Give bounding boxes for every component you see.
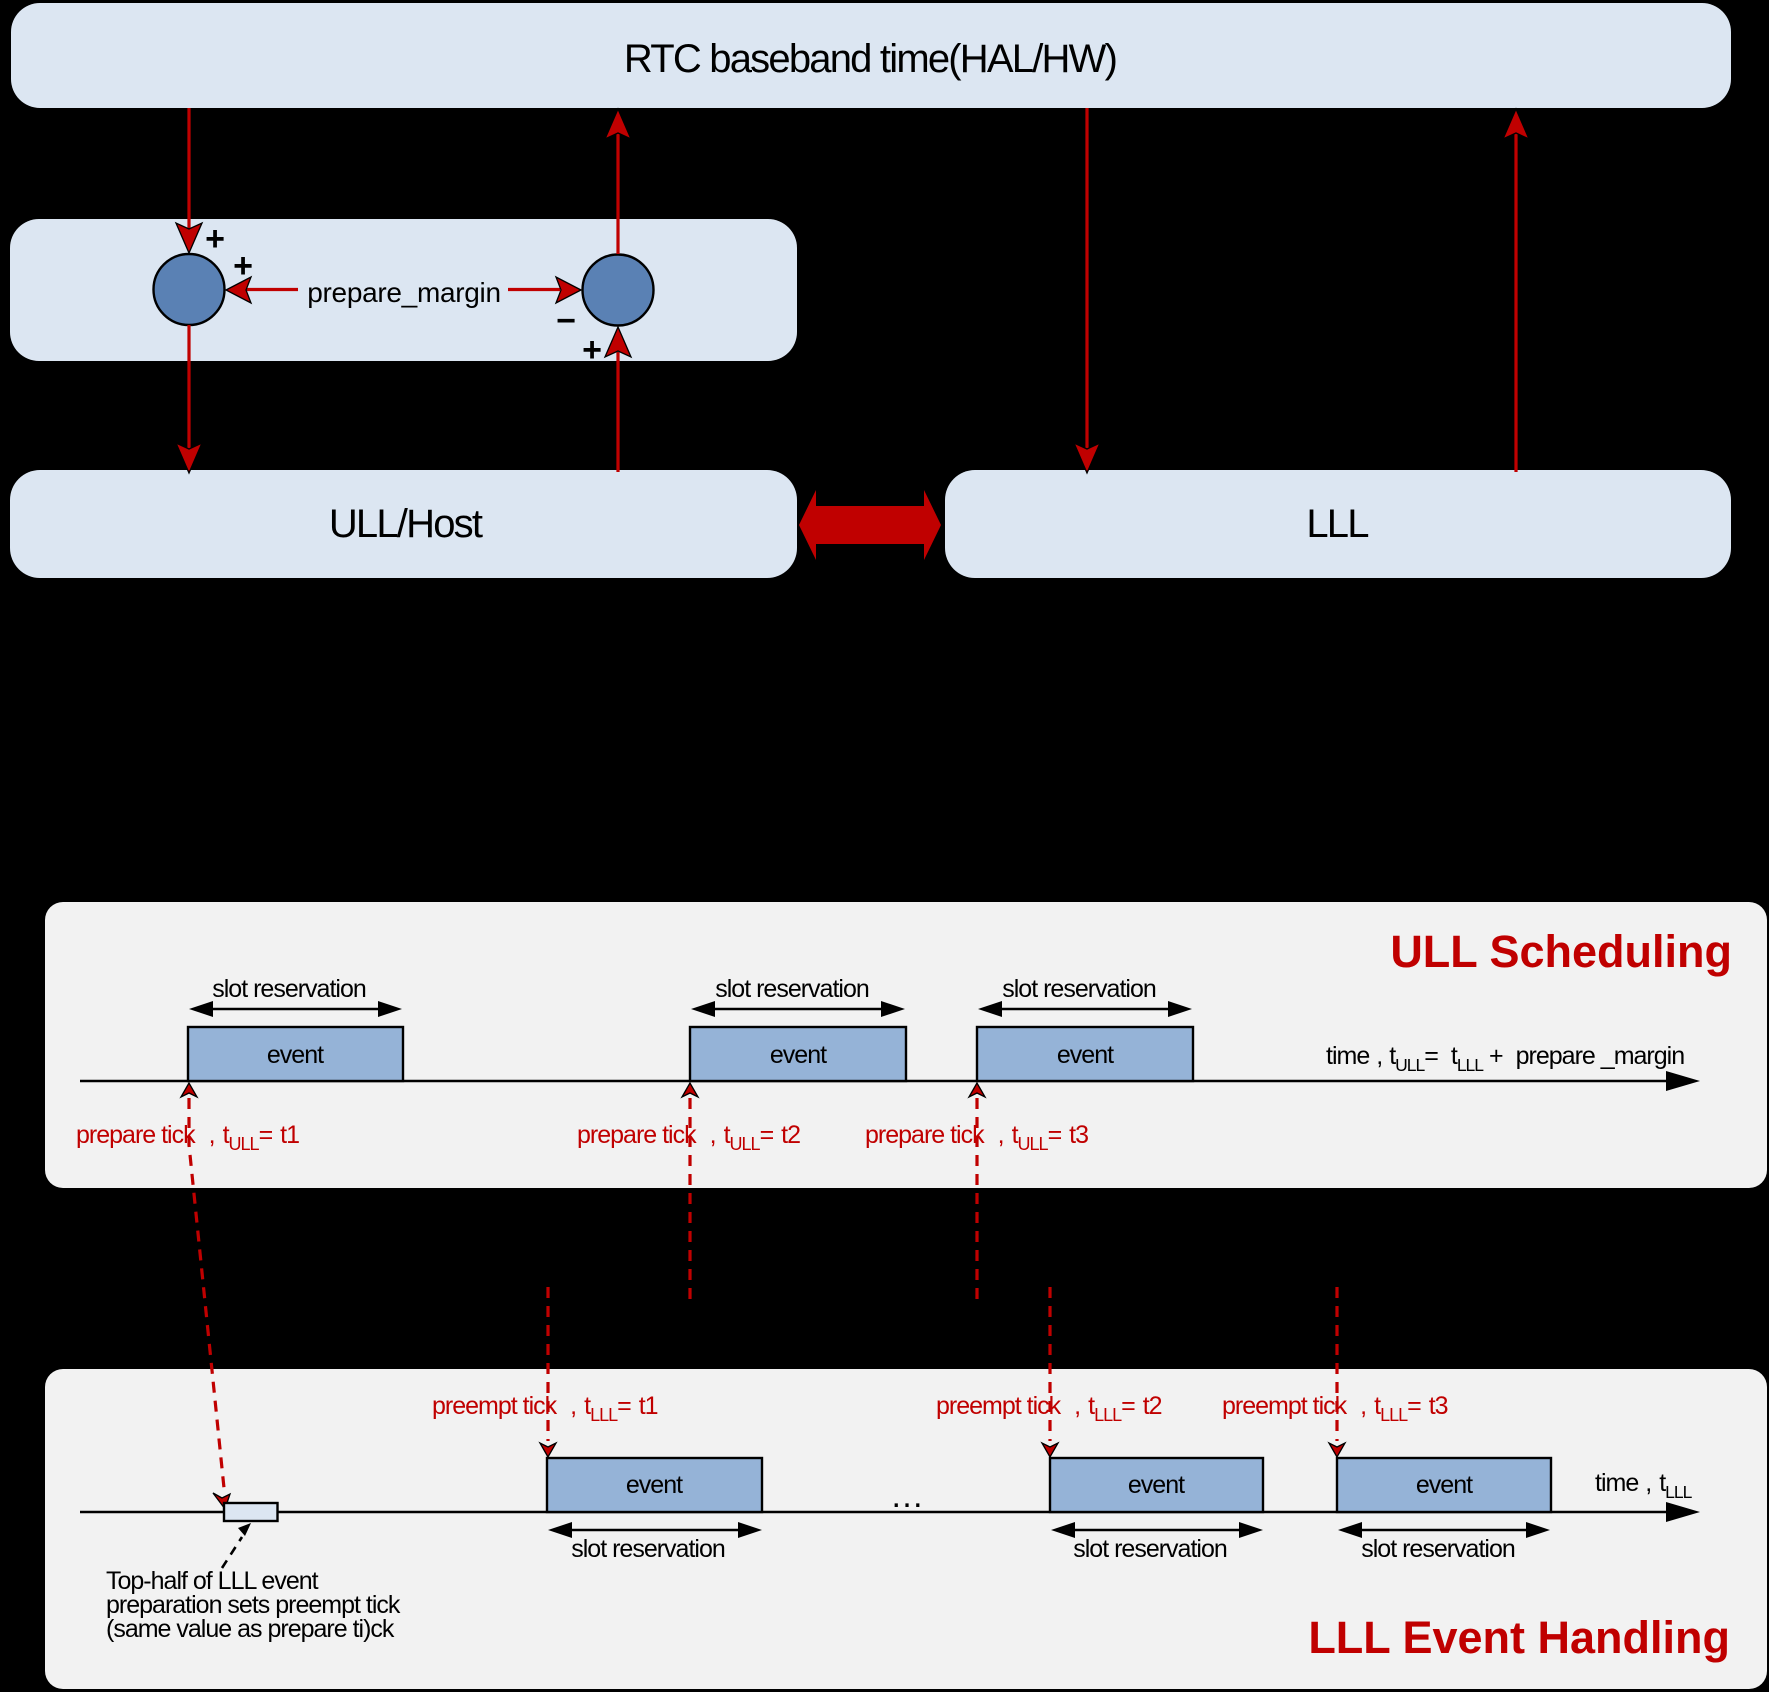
svg-text:+: + xyxy=(233,247,253,285)
svg-text:+: + xyxy=(205,220,225,258)
svg-text:preempt tick,tLLL=t1: preempt tick,tLLL=t1 xyxy=(432,1392,658,1425)
svg-text:prepare tick,tULL=t2: prepare tick,tULL=t2 xyxy=(577,1121,800,1154)
svg-text:LLL Event Handling: LLL Event Handling xyxy=(1308,1612,1730,1663)
svg-text:slot reservation: slot reservation xyxy=(1002,975,1156,1003)
svg-text:event: event xyxy=(626,1471,683,1499)
svg-text:RTC baseband time(HAL/HW): RTC baseband time(HAL/HW) xyxy=(624,37,1116,81)
svg-text:slot reservation: slot reservation xyxy=(715,975,869,1003)
svg-text:time,tLLL: time,tLLL xyxy=(1595,1469,1693,1502)
svg-text:ULL Scheduling: ULL Scheduling xyxy=(1390,926,1732,977)
svg-text:preempt tick,tLLL=t2: preempt tick,tLLL=t2 xyxy=(936,1392,1162,1425)
svg-text:prepare tick,tULL=t3: prepare tick,tULL=t3 xyxy=(865,1121,1088,1154)
svg-text:event: event xyxy=(267,1041,324,1069)
svg-text:(same value as prepare ti)ck: (same value as prepare ti)ck xyxy=(106,1615,395,1643)
svg-text:slot reservation: slot reservation xyxy=(571,1535,725,1563)
svg-text:+: + xyxy=(582,331,602,369)
svg-text:prepare_margin: prepare_margin xyxy=(307,277,500,308)
svg-text:preparation sets preempt tick: preparation sets preempt tick xyxy=(106,1591,401,1619)
svg-text:event: event xyxy=(1416,1471,1473,1499)
svg-text:event: event xyxy=(1128,1471,1185,1499)
svg-text:−: − xyxy=(556,302,576,340)
svg-text:preempt tick,tLLL=t3: preempt tick,tLLL=t3 xyxy=(1222,1392,1448,1425)
svg-text:event: event xyxy=(1057,1041,1114,1069)
svg-text:slot reservation: slot reservation xyxy=(1361,1535,1515,1563)
svg-text:ULL/Host: ULL/Host xyxy=(329,502,483,546)
svg-text:LLL: LLL xyxy=(1306,502,1368,546)
svg-text:slot reservation: slot reservation xyxy=(212,975,366,1003)
svg-text:event: event xyxy=(770,1041,827,1069)
svg-text:…: … xyxy=(890,1477,924,1515)
svg-text:slot reservation: slot reservation xyxy=(1073,1535,1227,1563)
svg-text:Top-half of LLL event: Top-half of LLL event xyxy=(106,1567,319,1595)
